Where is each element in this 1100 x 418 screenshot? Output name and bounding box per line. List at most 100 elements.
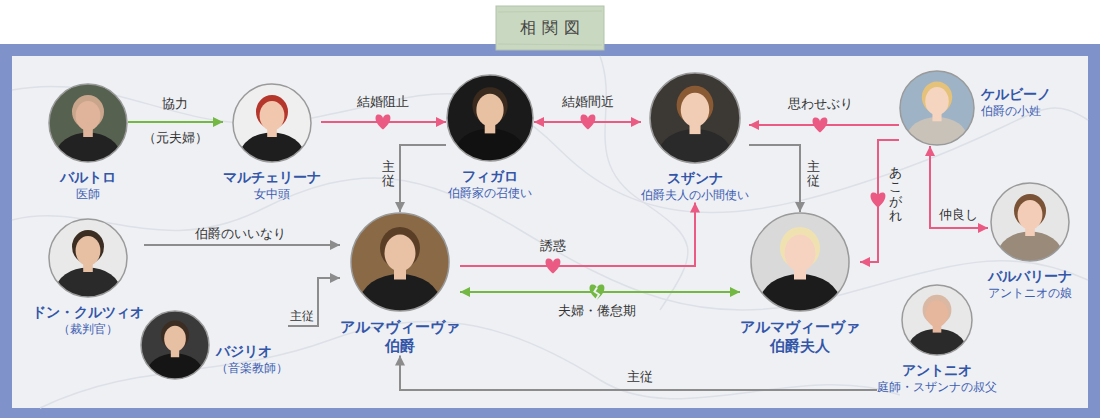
portrait: [990, 182, 1070, 262]
relation-label: 伯爵のいいなり: [195, 226, 286, 242]
relation-label: 協力: [162, 96, 188, 112]
portrait-body: [56, 268, 120, 298]
name-text: バジリオ: [216, 343, 272, 361]
portrait: [899, 70, 975, 146]
tag-paper: [496, 6, 604, 50]
relation-label: 結婚間近: [562, 94, 614, 110]
portrait-body: [907, 117, 968, 146]
frame-band: [0, 44, 1100, 418]
portrait-ring: [447, 75, 533, 161]
portrait-body: [240, 133, 304, 163]
relation-label: 思わせぶり: [788, 96, 853, 112]
name-text: アルマヴィーヴァ 伯爵夫人: [740, 318, 860, 356]
marble-veins: [12, 56, 1088, 408]
portrait-face: [385, 235, 416, 272]
role-text: 庭師・スザンナの叔父: [877, 380, 997, 395]
relation-connector: [400, 145, 446, 212]
relation-connector: [460, 203, 695, 267]
portrait-face: [260, 101, 285, 131]
portrait-figure: [140, 310, 210, 380]
relation-label: 結婚阻止: [357, 94, 409, 110]
portrait-body: [56, 133, 120, 163]
portrait-face: [785, 235, 816, 272]
relation-label: 主従: [807, 160, 820, 189]
portrait-figure: [899, 70, 975, 146]
portrait-ring: [650, 73, 740, 163]
character-node: ケルビーノ伯爵の小姓: [899, 70, 1051, 146]
character-node: バジリオ（音楽教師）: [140, 310, 288, 380]
portrait-body: [147, 353, 203, 380]
relation-label: あこがれ: [889, 166, 902, 223]
role-text: 伯爵家の召使い: [448, 186, 532, 201]
name-text: アントニオ: [902, 362, 972, 380]
portrait: [140, 310, 210, 380]
character-node: アルマヴィーヴァ 伯爵: [340, 212, 460, 356]
portrait: [232, 83, 312, 163]
portrait-face: [476, 94, 503, 127]
portrait-ring: [902, 285, 972, 355]
heart-symbol: [546, 259, 561, 274]
node-texts: アントニオ庭師・スザンナの叔父: [877, 362, 997, 395]
node-texts: バルトロ医師: [60, 169, 116, 202]
portrait-face: [925, 87, 949, 115]
node-texts: ケルビーノ伯爵の小姓: [981, 70, 1051, 119]
portrait-body: [998, 232, 1062, 262]
node-texts: アルマヴィーヴァ 伯爵: [340, 318, 460, 356]
name-text: スザンナ: [667, 170, 723, 188]
name-text: ドン・クルツィオ: [32, 304, 144, 322]
portrait-face: [681, 93, 710, 127]
relation-connector: [749, 145, 800, 212]
node-texts: バルバリーナアントニオの娘: [988, 268, 1072, 301]
portrait: [649, 72, 741, 164]
portrait-ring: [233, 84, 311, 162]
portrait-body: [908, 329, 966, 356]
marble-panel: [12, 56, 1088, 408]
relation-connector: [144, 244, 340, 246]
relation-label: 仲良し: [939, 207, 978, 223]
character-node: ドン・クルツィオ（裁判官）: [32, 218, 144, 337]
portrait-figure: [750, 212, 850, 312]
connectors: [128, 122, 988, 390]
node-texts: ドン・クルツィオ（裁判官）: [32, 304, 144, 337]
character-node: バルバリーナアントニオの娘: [988, 182, 1072, 301]
character-node: フィガロ伯爵家の召使い: [446, 74, 534, 201]
character-node: アントニオ庭師・スザンナの叔父: [877, 284, 997, 395]
portrait-figure: [990, 182, 1070, 262]
role-text: 医師: [76, 187, 100, 202]
name-text: フィガロ: [462, 168, 518, 186]
portrait-ring: [900, 71, 974, 145]
name-text: ケルビーノ: [981, 86, 1051, 104]
portrait-ring: [991, 183, 1069, 261]
heart-symbol: [871, 193, 886, 208]
role-text: アントニオの娘: [988, 286, 1072, 301]
relation-label: 誘惑: [540, 238, 566, 254]
portrait-face: [926, 300, 948, 327]
portrait: [350, 212, 450, 312]
relation-label: 主従: [382, 160, 395, 189]
character-node: マルチェリーナ女中頭: [223, 83, 321, 202]
heart-symbol: [813, 118, 828, 133]
name-text: バルトロ: [60, 169, 116, 187]
portrait-face: [76, 101, 101, 131]
portrait-ring: [49, 84, 127, 162]
role-text: 伯爵夫人の小間使い: [641, 188, 749, 203]
portrait-ring: [351, 213, 449, 311]
portrait-body: [360, 274, 440, 312]
node-texts: マルチェリーナ女中頭: [223, 169, 321, 202]
portrait-figure: [649, 72, 741, 164]
name-text: アルマヴィーヴァ 伯爵: [340, 318, 460, 356]
portrait-body: [455, 129, 525, 162]
portrait-figure: [48, 83, 128, 163]
heart-shape: [590, 285, 605, 300]
character-node: スザンナ伯爵夫人の小間使い: [641, 72, 749, 203]
portrait: [48, 83, 128, 163]
character-node: バルトロ医師: [48, 83, 128, 202]
portrait: [48, 218, 128, 298]
marble-vein: [12, 86, 1088, 212]
portrait-figure: [350, 212, 450, 312]
portrait-figure: [48, 218, 128, 298]
relation-label: 夫婦・倦怠期: [558, 303, 636, 319]
portrait-ring: [141, 311, 209, 379]
heart-crack: [595, 288, 600, 300]
